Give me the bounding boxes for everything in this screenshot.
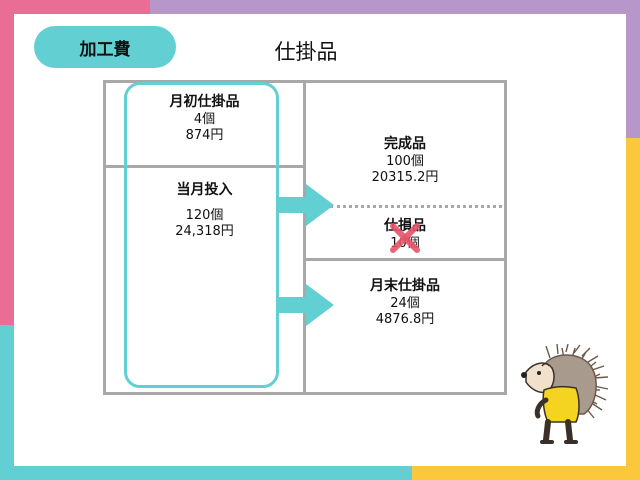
page-title: 仕掛品 <box>274 40 338 64</box>
right-row-divider <box>306 258 504 261</box>
completed-quantity: 100個 <box>386 154 424 169</box>
opening-wip-label: 月初仕掛品 <box>169 94 240 110</box>
current-input-amount: 24,318円 <box>175 224 234 239</box>
frame-band-bottom-gold <box>412 466 640 480</box>
completed-label: 完成品 <box>384 136 426 152</box>
ending-wip-quantity: 24個 <box>390 296 420 311</box>
arrow-right-icon <box>278 184 334 226</box>
input-highlight-box <box>124 82 279 388</box>
frame-band-right-gold <box>626 138 640 480</box>
opening-wip-cell: 月初仕掛品 4個 874円 <box>106 94 303 144</box>
ending-wip-amount: 4876.8円 <box>375 312 435 327</box>
ending-wip-label: 月末仕掛品 <box>370 278 440 294</box>
cost-type-badge: 加工費 <box>34 26 176 68</box>
opening-wip-quantity: 4個 <box>193 112 216 127</box>
frame-band-left-teal <box>0 325 14 480</box>
completed-cell: 完成品 100個 20315.2円 <box>306 136 504 186</box>
current-input-label: 当月投入 <box>176 182 233 198</box>
left-row-divider <box>103 165 303 168</box>
frame-band-top-pink <box>0 0 150 14</box>
current-input-quantity: 120個 <box>185 208 224 223</box>
ending-wip-cell: 月末仕掛品 24個 4876.8円 <box>306 278 504 328</box>
arrow-right-icon <box>278 284 334 326</box>
opening-wip-amount: 874円 <box>185 128 224 143</box>
hedgehog-mascot <box>521 344 609 444</box>
frame-band-top-lilac <box>150 0 640 14</box>
frame-band-right-lilac <box>626 0 640 138</box>
completed-amount: 20315.2円 <box>371 170 439 185</box>
frame-band-left-pink <box>0 0 14 325</box>
current-input-cell: 当月投入 120個 24,318円 <box>106 182 303 240</box>
loss-dotted-divider <box>330 205 502 208</box>
cross-mark-icon <box>390 223 420 253</box>
account-center-divider <box>303 80 306 395</box>
frame-band-bottom-teal <box>0 466 412 480</box>
